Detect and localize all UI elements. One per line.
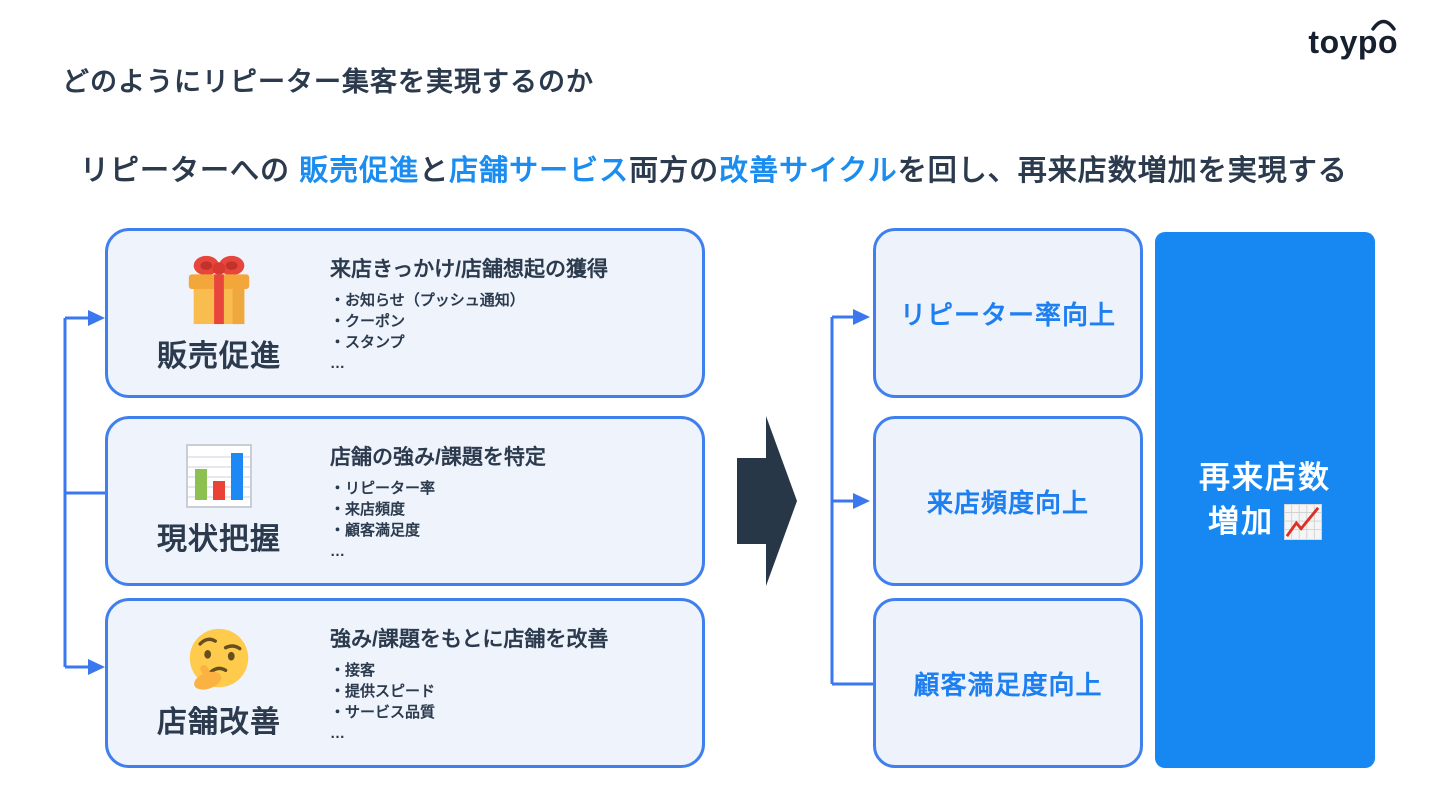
process-box-heading: 店舗の強み/課題を特定 [330, 445, 546, 469]
gift-icon [188, 255, 250, 325]
thinking-face-icon [189, 628, 249, 690]
process-box-heading: 強み/課題をもとに店舗を改善 [330, 627, 609, 651]
process-box-content: 来店きっかけ/店舗想起の獲得 ・お知らせ（プッシュ通知） ・クーポン ・スタンプ… [330, 253, 702, 374]
process-box-store-improvement: 店舗改善 強み/課題をもとに店舗を改善 ・接客 ・提供スピード ・サービス品質 … [105, 598, 705, 768]
bullet-item: ・スタンプ [330, 333, 405, 351]
process-box-content: 店舗の強み/課題を特定 ・リピーター率 ・来店頻度 ・顧客満足度 … [330, 441, 702, 562]
outcome-box-label: リピーター率向上 [899, 299, 1116, 330]
bullet-item: ・提供スピード [330, 682, 436, 700]
bar-chart-icon [186, 444, 252, 508]
result-box-line2-text: 増加 [1208, 504, 1274, 539]
right-bracket-top-arrowhead-icon [853, 309, 870, 325]
bullet-item: … [330, 354, 345, 372]
subtitle-segment-highlight: 店舗サービス [449, 155, 630, 187]
toypo-logo-text: toypo [1308, 24, 1398, 60]
bullet-item: … [330, 724, 345, 742]
result-box-revisit-increase: 再来店数 増加 [1155, 232, 1375, 768]
bullet-item: … [330, 542, 345, 560]
process-box-icon-column: 販売促進 [108, 251, 330, 375]
process-box-heading: 来店きっかけ/店舗想起の獲得 [330, 257, 608, 281]
process-box-current-state: 現状把握 店舗の強み/課題を特定 ・リピーター率 ・来店頻度 ・顧客満足度 … [105, 416, 705, 586]
process-box-label: 販売促進 [157, 340, 281, 373]
right-bracket-middle-arrowhead-icon [853, 493, 870, 509]
subtitle: リピーターへの 販売促進と店舗サービス両方の改善サイクルを回し、再来店数増加を実… [80, 147, 1348, 189]
bullet-item: ・顧客満足度 [330, 521, 421, 539]
process-box-label: 現状把握 [157, 523, 281, 556]
outcome-box-customer-satisfaction: 顧客満足度向上 [873, 598, 1143, 768]
page-title: どのようにリピーター集客を実現するのか [62, 67, 594, 97]
bullet-item: ・クーポン [330, 312, 406, 330]
subtitle-segment: と [419, 155, 450, 187]
bullet-item: ・お知らせ（プッシュ通知） [330, 291, 525, 309]
outcome-box-label: 来店頻度向上 [926, 487, 1089, 518]
bullet-item: ・来店頻度 [330, 500, 406, 518]
toypo-logo: toypo [1308, 19, 1398, 61]
subtitle-segment-highlight: 改善サイクル [719, 155, 898, 187]
process-box-sales-promotion: 販売促進 来店きっかけ/店舗想起の獲得 ・お知らせ（プッシュ通知） ・クーポン … [105, 228, 705, 398]
subtitle-segment: を回し、再来店数増加を実現する [897, 155, 1348, 187]
left-bracket-top-arrowhead-icon [88, 310, 105, 326]
bullet-item: ・サービス品質 [330, 703, 436, 721]
outcome-box-repeater-rate: リピーター率向上 [873, 228, 1143, 398]
result-box-line1: 再来店数 [1199, 460, 1331, 495]
result-box-line2: 増加 [1208, 502, 1322, 542]
toypo-logo-arc-icon [1371, 19, 1396, 31]
process-box-icon-column: 店舗改善 [108, 625, 330, 741]
subtitle-segment: 両方の [629, 155, 720, 187]
process-box-icon-column: 現状把握 [108, 444, 330, 558]
subtitle-segment: リピーターへの [80, 155, 300, 187]
outcome-box-label: 顧客満足度向上 [913, 669, 1103, 700]
left-bracket-bottom-arrowhead-icon [88, 659, 105, 675]
process-box-label: 店舗改善 [157, 706, 281, 739]
process-box-content: 強み/課題をもとに店舗を改善 ・接客 ・提供スピード ・サービス品質 … [330, 623, 702, 744]
bullet-item: ・接客 [330, 661, 376, 679]
chart-increasing-icon [1284, 504, 1322, 540]
bullet-item: ・リピーター率 [330, 479, 436, 497]
subtitle-segment-highlight: 販売促進 [299, 155, 420, 187]
outcome-box-visit-frequency: 来店頻度向上 [873, 416, 1143, 586]
big-flow-arrow-icon [737, 416, 797, 586]
